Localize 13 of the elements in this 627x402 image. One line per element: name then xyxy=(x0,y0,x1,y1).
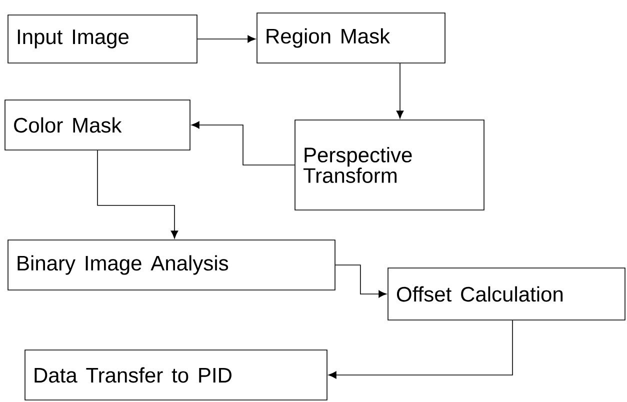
process-box: Input Image xyxy=(8,14,198,64)
arrow xyxy=(97,150,178,239)
process-box: Region Mask xyxy=(256,12,446,64)
process-box: Color Mask xyxy=(4,100,190,150)
process-box: Perspective Transform xyxy=(294,120,484,210)
process-box: Data Transfer to PID xyxy=(24,350,328,400)
arrow xyxy=(335,264,387,298)
arrow xyxy=(197,35,256,43)
process-box: Offset Calculation xyxy=(388,268,626,320)
arrow xyxy=(396,63,404,119)
arrow xyxy=(328,320,513,379)
arrow xyxy=(191,121,295,166)
process-box: Binary Image Analysis xyxy=(8,240,336,290)
